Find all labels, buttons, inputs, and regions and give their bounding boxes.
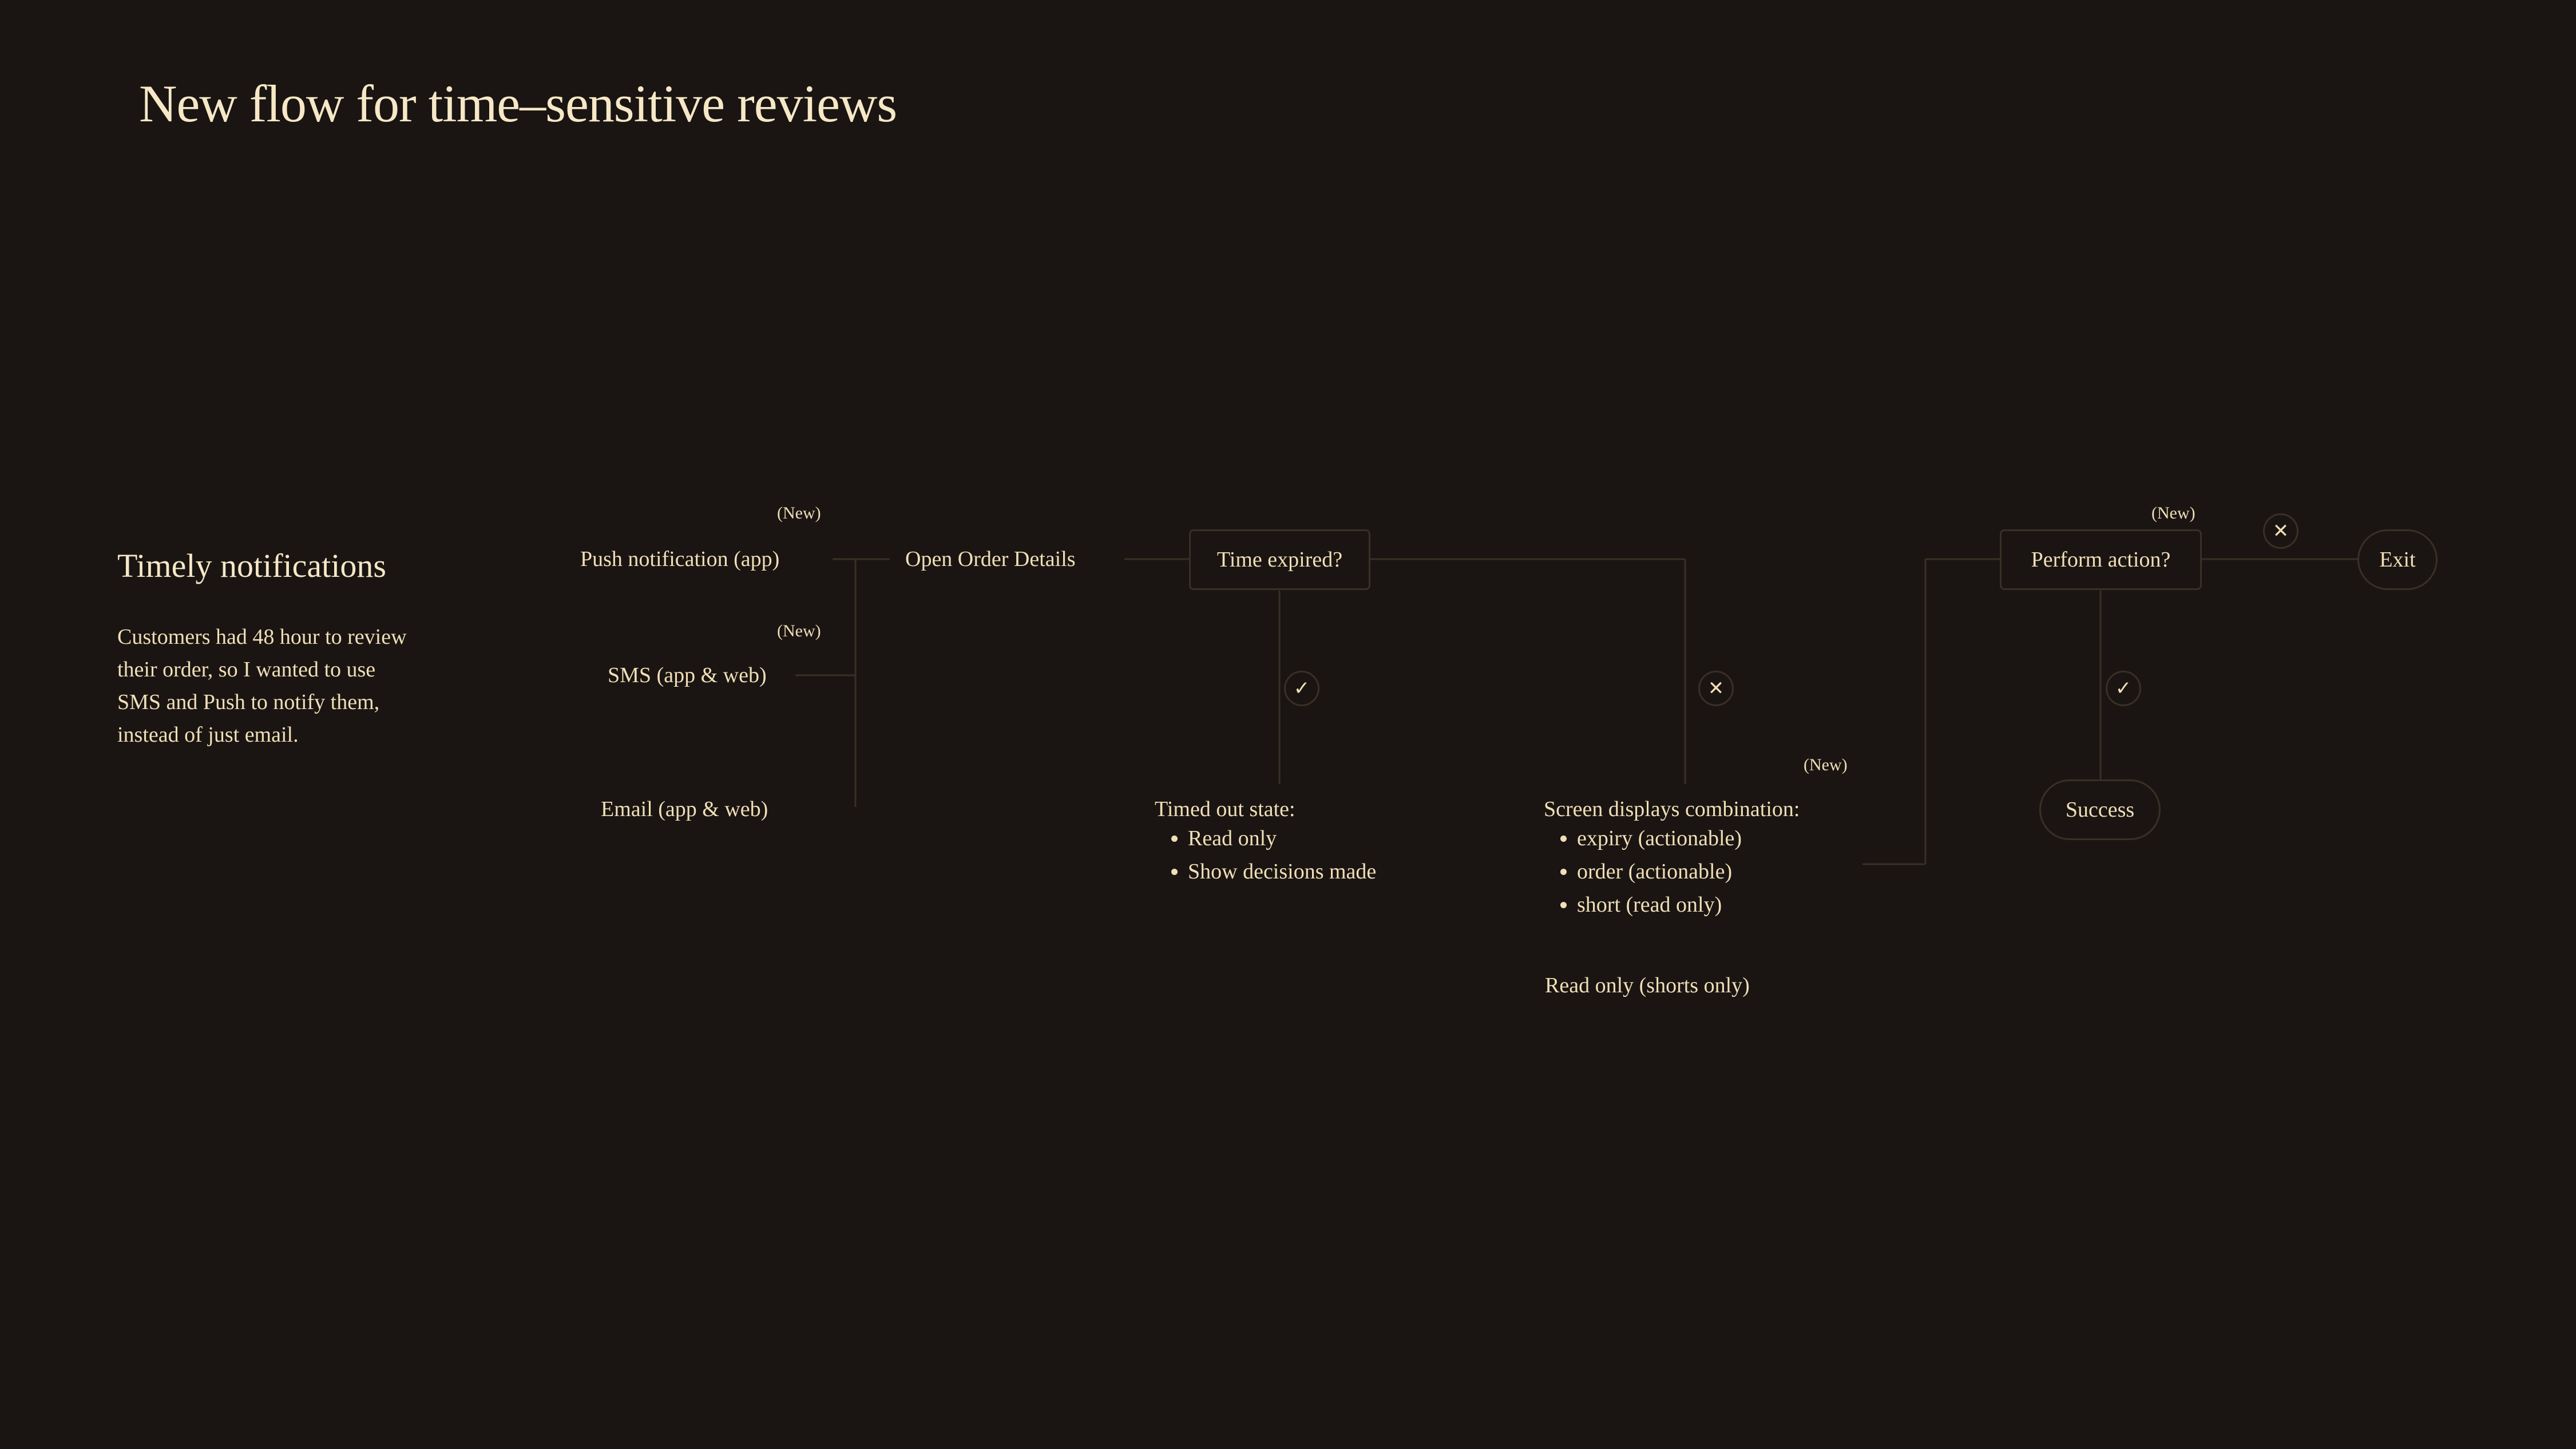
new-badge-push: (New) — [777, 504, 821, 522]
new-badge-sms: (New) — [777, 621, 821, 640]
x-icon: ✕ — [1698, 671, 1734, 706]
node-push-notification: Push notification (app) — [580, 547, 780, 571]
page-title: New flow for time–sensitive reviews — [139, 74, 897, 133]
screen-combination-item: expiry (actionable) — [1577, 822, 1800, 855]
check-icon: ✓ — [1284, 671, 1319, 706]
node-sms: SMS (app & web) — [608, 663, 767, 687]
section-heading: Timely notifications — [117, 547, 386, 584]
timed-out-item: Show decisions made — [1188, 855, 1376, 888]
decision-time-expired: Time expired? — [1189, 529, 1370, 590]
check-icon: ✓ — [2106, 671, 2141, 706]
screen-combination-item: order (actionable) — [1577, 855, 1800, 888]
x-icon: ✕ — [2263, 513, 2298, 549]
node-open-order-details: Open Order Details — [905, 547, 1076, 571]
screen-combination-item: short (read only) — [1577, 888, 1800, 921]
screen-combination-title: Screen displays combination: — [1544, 797, 1800, 821]
node-read-only: Read only (shorts only) — [1545, 973, 1750, 997]
node-screen-combination: Screen displays combination: expiry (act… — [1544, 797, 1800, 921]
timed-out-item: Read only — [1188, 822, 1376, 855]
new-badge-perform: (New) — [2151, 504, 2195, 522]
node-success: Success — [2039, 779, 2161, 840]
section-description: Customers had 48 hour to review their or… — [117, 625, 407, 747]
node-timed-out-state: Timed out state: Read only Show decision… — [1155, 797, 1376, 888]
node-email: Email (app & web) — [601, 797, 768, 821]
node-exit: Exit — [2357, 529, 2438, 590]
timed-out-title: Timed out state: — [1155, 797, 1295, 821]
new-badge-screen: (New) — [1804, 755, 1848, 774]
decision-perform-action: Perform action? — [2000, 529, 2202, 590]
